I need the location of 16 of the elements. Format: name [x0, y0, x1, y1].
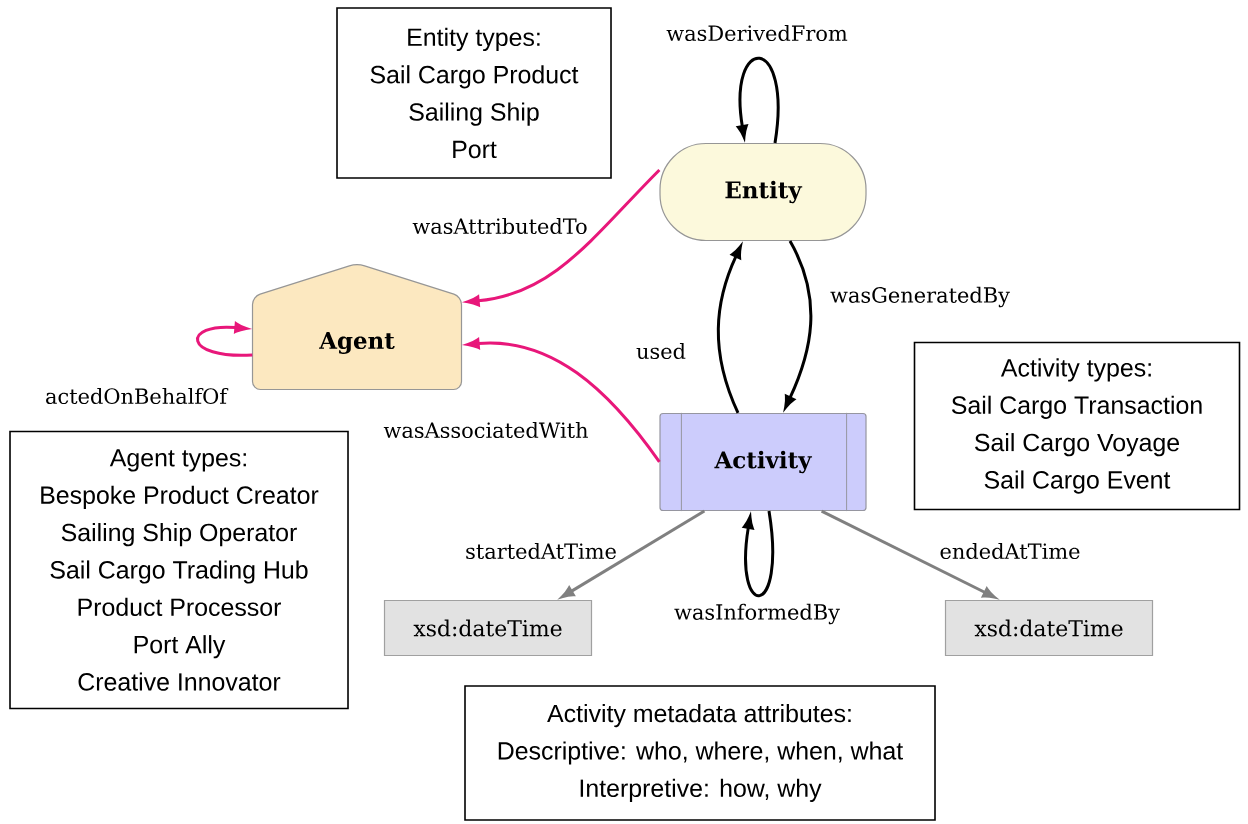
rounded-box: Entity [659, 142, 867, 242]
note-box: Agent types: Bespoke Product Creator Sailing Ship Operator Sail Cargo Trading Hub Product Processor Port Ally Creative Innovator [9, 430, 349, 710]
edge-label: actedOnBehalfOf [43, 386, 229, 406]
loop-arrow [736, 56, 780, 144]
note-box: Activity types: Sail Cargo Transaction Sail Cargo Voyage Sail Cargo Event [913, 341, 1241, 511]
edge-label: wasGeneratedBy [828, 285, 1012, 309]
edge-label: startedAtTime [463, 541, 619, 561]
note-box: Activity metadata attributes: Descriptive: who, where, when, what Interpretive: how, why [464, 685, 936, 821]
loop-arrow [196, 322, 253, 357]
value-box: xsd:dateTime [944, 599, 1154, 657]
process-box: Activity [659, 412, 867, 512]
loop-arrow [742, 510, 775, 598]
value-box: xsd:dateTime [383, 599, 593, 657]
note-box: Entity types: Sail Cargo Product Sailing Ship Port [336, 7, 612, 179]
edge-label: wasInformedBy [672, 602, 842, 626]
edge-label: wasDerivedFrom [664, 23, 850, 43]
